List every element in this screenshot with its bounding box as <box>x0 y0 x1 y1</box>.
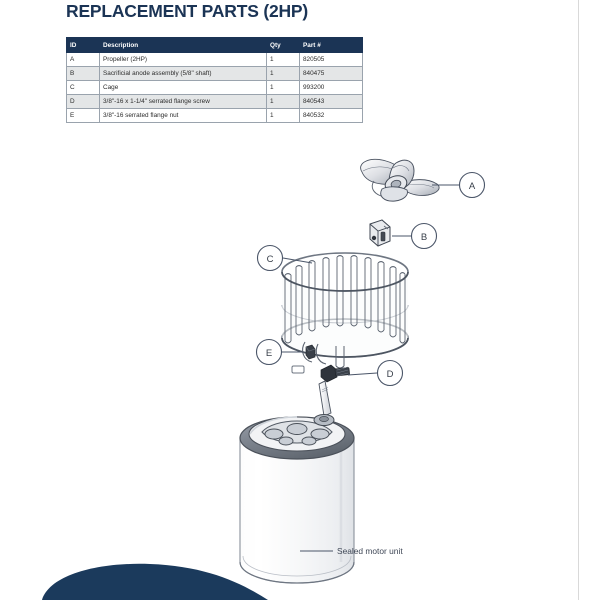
cell-id: C <box>66 80 100 95</box>
table-header-description: Description <box>99 37 267 53</box>
motor-shaft <box>318 380 332 417</box>
callout-c[interactable]: C <box>256 244 313 272</box>
callout-group: A B C D <box>255 171 486 387</box>
cage-part <box>281 252 409 374</box>
cell-part-number: 840475 <box>299 66 363 81</box>
page-title: REPLACEMENT PARTS (2HP) <box>66 1 309 21</box>
cell-description: 3/8"-16 serrated flange nut <box>99 108 267 123</box>
cell-qty: 1 <box>266 66 300 81</box>
cell-description: 3/8"-16 x 1-1/4" serrated flange screw <box>99 94 267 109</box>
table-header-part-number: Part # <box>299 37 363 53</box>
cell-qty: 1 <box>266 94 300 109</box>
cell-id: A <box>66 52 100 67</box>
page-right-rule <box>578 0 579 600</box>
table-row: A Propeller (2HP) 1 820505 <box>66 52 363 67</box>
cell-qty: 1 <box>266 108 300 123</box>
callout-a-label: A <box>469 181 476 192</box>
cell-part-number: 840543 <box>299 94 363 109</box>
cell-part-number: 820505 <box>299 52 363 67</box>
anode-assembly-part <box>369 219 391 247</box>
callout-e-label: E <box>266 348 272 359</box>
callout-a[interactable]: A <box>432 171 486 199</box>
cell-id: B <box>66 66 100 81</box>
cell-id: E <box>66 108 100 123</box>
callout-d[interactable]: D <box>347 359 404 387</box>
cell-qty: 1 <box>266 80 300 95</box>
callout-b[interactable]: B <box>392 222 438 250</box>
cell-part-number: 993200 <box>299 80 363 95</box>
cell-part-number: 840532 <box>299 108 363 123</box>
table-header-id: ID <box>66 37 100 53</box>
callout-b-label: B <box>421 232 427 243</box>
callout-e[interactable]: E <box>255 338 304 366</box>
table-row: E 3/8"-16 serrated flange nut 1 840532 <box>66 108 363 123</box>
table-header-qty: Qty <box>266 37 300 53</box>
cell-description: Cage <box>99 80 267 95</box>
flange-nut-part <box>305 344 316 360</box>
cell-qty: 1 <box>266 52 300 67</box>
cell-id: D <box>66 94 100 109</box>
callout-d-label: D <box>387 369 394 380</box>
table-row: D 3/8"-16 x 1-1/4" serrated flange screw… <box>66 94 363 109</box>
replacement-parts-table: ID Description Qty Part # A Propeller (2… <box>66 37 363 123</box>
flange-screw-part <box>320 364 350 383</box>
cell-description: Propeller (2HP) <box>99 52 267 67</box>
callout-c-label: C <box>267 254 274 265</box>
footer-wave-graphic <box>0 540 600 600</box>
propeller-part <box>360 158 440 202</box>
table-row: B Sacrificial anode assembly (5/8" shaft… <box>66 66 363 81</box>
cell-description: Sacrificial anode assembly (5/8" shaft) <box>99 66 267 81</box>
table-row: C Cage 1 993200 <box>66 80 363 95</box>
table-header-row: ID Description Qty Part # <box>66 37 363 53</box>
